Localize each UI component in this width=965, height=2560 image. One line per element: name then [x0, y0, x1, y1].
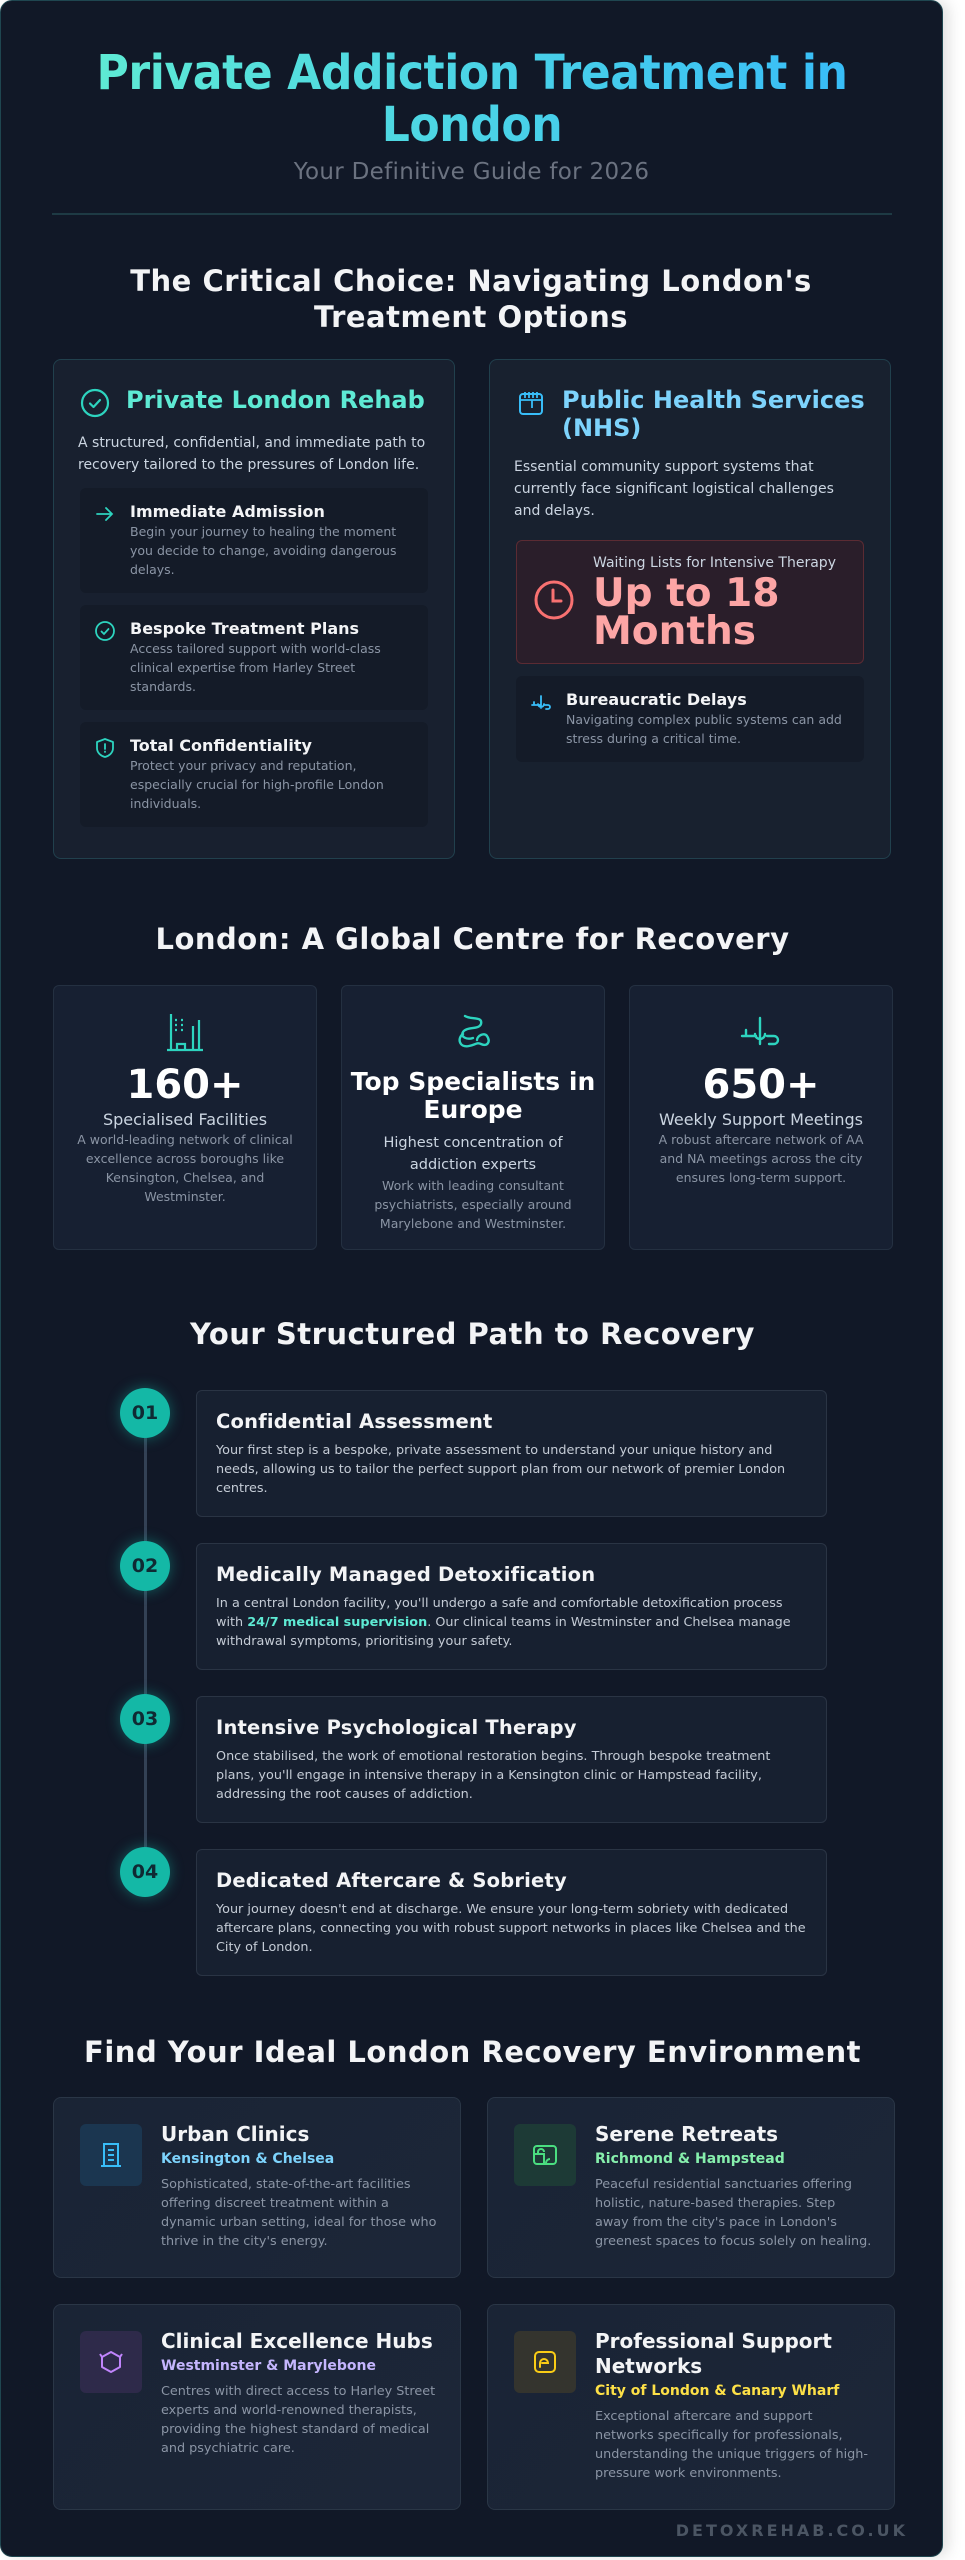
comparison-section: Private London Rehab A structured, confi… [53, 359, 893, 861]
feature-text: Protect your privacy and reputation, esp… [130, 758, 384, 811]
network-icon [740, 1016, 780, 1046]
feature-text: Begin your journey to healing the moment… [130, 524, 397, 577]
step-text: Once stabilised, the work of emotional r… [216, 1749, 771, 1802]
environment-title: Urban Clinics [161, 2122, 310, 2146]
feature-title: Bespoke Treatment Plans [130, 619, 360, 638]
step-number-badge: 01 [120, 1388, 170, 1438]
step-title: Confidential Assessment [216, 1410, 493, 1433]
stat-card: 160+ Specialised Facilities A world-lead… [53, 985, 317, 1250]
feature-title: Bureaucratic Delays [566, 690, 747, 709]
timeline-step: Medically Managed Detoxification In a ce… [196, 1543, 827, 1670]
private-rehab-title: Private London Rehab [126, 386, 425, 414]
waiting-list-value: Up to 18 Months [593, 571, 780, 654]
stat-card: Top Specialists in Europe Highest concen… [341, 985, 605, 1250]
environment-card: Clinical Excellence Hubs Westminster & M… [53, 2304, 461, 2510]
environment-location: Kensington & Chelsea [161, 2151, 335, 2167]
feature-title: Total Confidentiality [130, 736, 312, 755]
page-subtitle: Your Definitive Guide for 2026 [293, 159, 650, 185]
stat-value: Top Specialists in Europe [350, 1067, 596, 1124]
nhs-description: Essential community support systems that… [514, 459, 834, 519]
private-rehab-card: Private London Rehab A structured, confi… [53, 359, 455, 859]
stat-card: 650+ Weekly Support Meetings A robust af… [629, 985, 893, 1250]
environment-card: Serene Retreats Richmond & Hampstead Pea… [487, 2097, 895, 2278]
stat-description: A robust aftercare network of AA and NA … [658, 1132, 864, 1185]
feature-text: Access tailored support with world-class… [130, 641, 381, 694]
environment-title: Clinical Excellence Hubs [161, 2329, 433, 2353]
environment-text: Sophisticated, state-of-the-art faciliti… [161, 2177, 437, 2249]
clinic-building-icon [101, 2143, 121, 2167]
environment-title: Serene Retreats [595, 2122, 779, 2146]
calendar-icon [519, 392, 543, 415]
waiting-list-label: Waiting Lists for Intensive Therapy [593, 555, 836, 571]
timeline-step: Dedicated Aftercare & Sobriety Your jour… [196, 1849, 827, 1976]
check-circle-icon [80, 388, 110, 418]
building-icon [167, 1014, 203, 1052]
step-number-badge: 03 [120, 1694, 170, 1744]
support-network-icon [534, 2351, 556, 2373]
private-rehab-description: A structured, confidential, and immediat… [78, 435, 426, 473]
page-title: Private Addiction Treatment in London [96, 45, 847, 153]
environment-card: Urban Clinics Kensington & Chelsea Sophi… [53, 2097, 461, 2278]
step-title: Dedicated Aftercare & Sobriety [216, 1869, 567, 1892]
step-text: Your journey doesn't end at discharge. W… [216, 1902, 806, 1955]
clock-icon [534, 580, 574, 620]
infographic-frame: Private Addiction Treatment in London Yo… [0, 0, 943, 2557]
timeline-line [144, 1408, 147, 1878]
stat-value: 160+ [126, 1062, 244, 1108]
timeline-step: Intensive Psychological Therapy Once sta… [196, 1696, 827, 1823]
nhs-title: Public Health Services (NHS) [562, 386, 865, 442]
stat-label: Highest concentration of addiction exper… [383, 1135, 563, 1173]
stat-description: Work with leading consultant psychiatris… [374, 1178, 572, 1231]
path-section-title: Your Structured Path to Recovery [190, 1317, 755, 1351]
environment-card: Professional Support Networks City of Lo… [487, 2304, 895, 2510]
step-number-badge: 02 [120, 1541, 170, 1591]
environment-location: City of London & Canary Wharf [595, 2383, 840, 2399]
stat-description: A world-leading network of clinical exce… [77, 1132, 293, 1204]
step-title: Medically Managed Detoxification [216, 1563, 596, 1586]
environments-section-title: Find Your Ideal London Recovery Environm… [84, 2035, 861, 2069]
environment-text: Centres with direct access to Harley Str… [161, 2384, 436, 2456]
highlight-text: 24/7 medical supervision [247, 1615, 428, 1630]
environment-title: Professional Support Networks [595, 2329, 832, 2378]
step-number-badge: 04 [120, 1847, 170, 1897]
stat-label: Weekly Support Meetings [658, 1110, 863, 1129]
shield-alert-icon [96, 738, 114, 758]
arrow-right-icon [96, 507, 114, 521]
step-text: In a central London facility, you'll und… [216, 1596, 791, 1649]
stats-section-title: London: A Global Centre for Recovery [155, 922, 790, 956]
stat-label: Specialised Facilities [102, 1110, 268, 1129]
timeline-step: Confidential Assessment Your first step … [196, 1390, 827, 1517]
environment-text: Exceptional aftercare and support networ… [595, 2409, 868, 2481]
feature-text: Navigating complex public systems can ad… [566, 712, 842, 746]
step-title: Intensive Psychological Therapy [216, 1716, 577, 1739]
check-circle-icon [95, 621, 115, 641]
hexagon-hub-icon [99, 2351, 123, 2373]
feature-title: Immediate Admission [130, 502, 325, 521]
footer-brand[interactable]: DETOXREHAB.CO.UK [675, 2521, 908, 2540]
divider [51, 213, 892, 215]
waiting-list-callout: Waiting Lists for Intensive Therapy Up t… [516, 540, 864, 664]
environment-location: Richmond & Hampstead [595, 2151, 785, 2167]
retreat-icon [533, 2145, 557, 2165]
comparison-section-title: The Critical Choice: Navigating London's… [130, 264, 812, 334]
stat-value: 650+ [702, 1062, 820, 1108]
specialist-icon [458, 1014, 490, 1048]
network-icon [531, 695, 551, 710]
environment-location: Westminster & Marylebone [161, 2358, 377, 2374]
environment-text: Peaceful residential sanctuaries offerin… [595, 2177, 872, 2249]
hero: Private Addiction Treatment in London Yo… [1, 1, 942, 215]
nhs-card: Public Health Services (NHS) Essential c… [489, 359, 891, 859]
step-text: Your first step is a bespoke, private as… [216, 1443, 786, 1496]
